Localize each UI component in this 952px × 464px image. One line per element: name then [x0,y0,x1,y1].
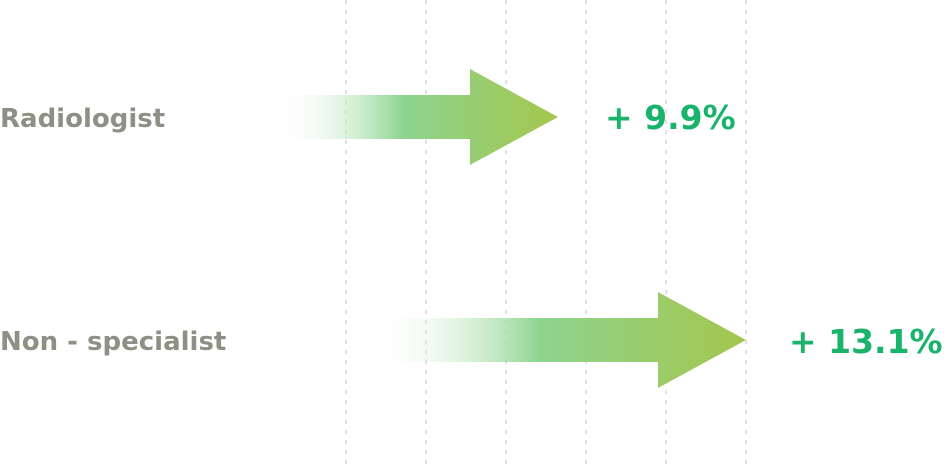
category-label-non-specialist: Non - specialist [0,327,226,357]
arrow-bar-radiologist [276,69,558,165]
arrow-series [276,69,746,388]
value-labels: + 9.9% + 13.1% [605,98,943,361]
arrow-bar-non-specialist [372,292,746,388]
value-label-non-specialist: + 13.1% [789,322,943,361]
category-label-radiologist: Radiologist [0,104,165,134]
value-label-radiologist: + 9.9% [605,98,736,137]
grid-lines [345,0,747,464]
